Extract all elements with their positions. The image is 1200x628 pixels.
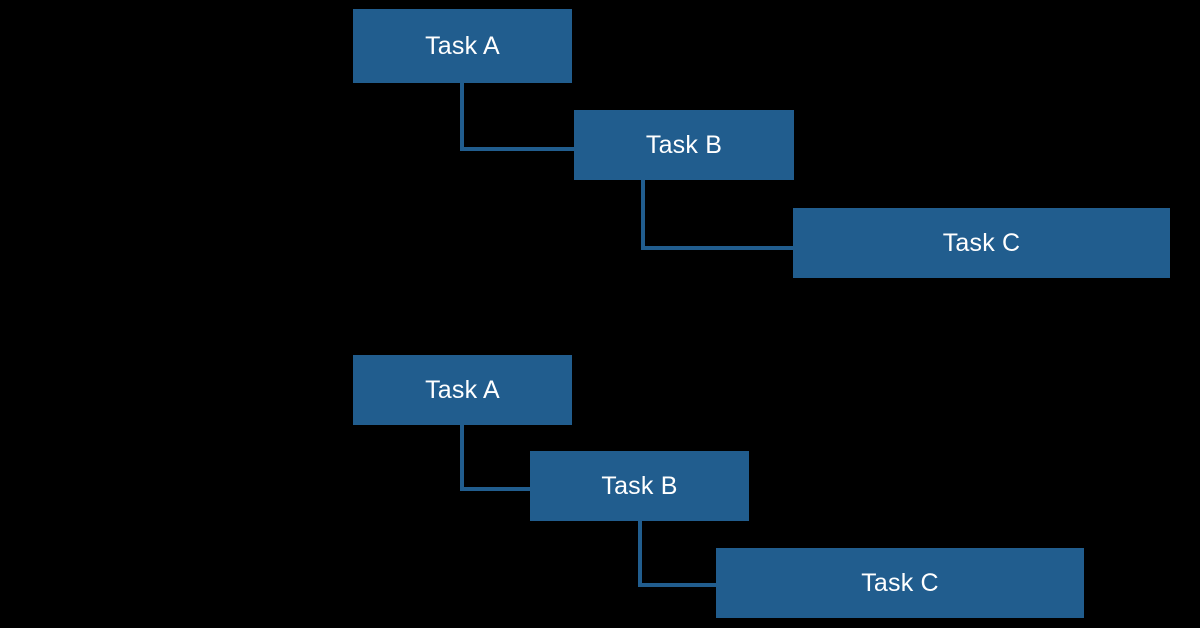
- task-bar-label: Task B: [601, 471, 678, 500]
- dependency-link-horizontal: [460, 487, 532, 491]
- task-bar[interactable]: Task A: [353, 9, 572, 83]
- dependency-link-horizontal: [460, 147, 576, 151]
- dependency-link-vertical: [460, 83, 464, 151]
- dependency-link-vertical: [460, 425, 464, 491]
- task-bar[interactable]: Task B: [530, 451, 749, 521]
- dependency-link-horizontal: [641, 246, 795, 250]
- task-bar[interactable]: Task C: [793, 208, 1170, 278]
- task-bar[interactable]: Task C: [716, 548, 1084, 618]
- dependency-link-horizontal: [638, 583, 718, 587]
- task-bar-label: Task B: [645, 130, 723, 159]
- dependency-link-vertical: [638, 521, 642, 587]
- task-bar-label: Task A: [425, 31, 500, 60]
- task-bar[interactable]: Task A: [353, 355, 572, 425]
- task-bar[interactable]: Task B: [574, 110, 794, 180]
- task-bar-label: Task C: [942, 228, 1021, 257]
- dependency-link-vertical: [641, 180, 645, 250]
- task-bar-label: Task A: [425, 375, 500, 404]
- task-bar-label: Task C: [861, 568, 939, 597]
